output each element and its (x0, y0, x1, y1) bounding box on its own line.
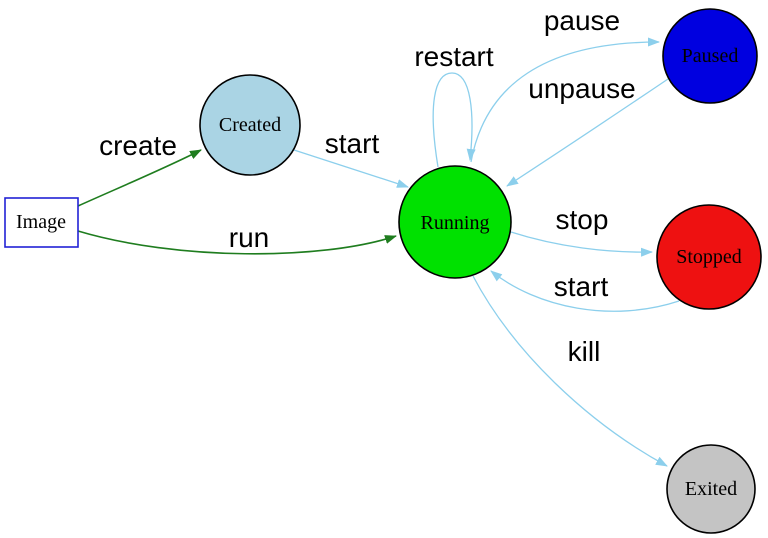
node-created-shape (199, 74, 301, 176)
edge-restart-path (432, 72, 476, 168)
edge-unpause-path (506, 78, 669, 187)
node-image-label: Image (16, 211, 66, 233)
edge-kill: kill (472, 275, 668, 467)
node-image: Image (4, 197, 79, 248)
node-stopped-label: Stopped (676, 246, 742, 268)
node-paused: Paused (662, 8, 758, 104)
edge-stop: stop (510, 204, 653, 257)
edge-pause-path (470, 37, 660, 163)
node-image-shape (4, 197, 79, 248)
node-paused-shape (662, 8, 758, 104)
node-created-label: Created (219, 114, 281, 136)
node-exited: Exited (666, 444, 756, 534)
edge-run: run (77, 222, 397, 255)
edge-stop-path (510, 231, 653, 257)
edge-run-label: run (229, 222, 269, 253)
node-stopped-shape (656, 204, 762, 310)
edge-create-path (77, 149, 202, 207)
edge-start-created-running: start (293, 128, 409, 188)
edge-unpause-label: unpause (528, 73, 635, 104)
node-exited-shape (666, 444, 756, 534)
edge-start-created-running-label: start (325, 128, 380, 159)
edge-restart: restart (414, 41, 494, 168)
edge-kill-path (472, 275, 668, 467)
edge-kill-label: kill (568, 336, 601, 367)
edge-start-stopped-running: start (490, 270, 680, 312)
node-running: Running (398, 165, 512, 279)
edge-start-stopped-running-path (490, 270, 680, 312)
edge-create: create (77, 130, 202, 207)
node-exited-label: Exited (685, 478, 737, 500)
node-stopped: Stopped (656, 204, 762, 310)
edge-pause: pause (470, 5, 660, 163)
edge-start-created-running-path (293, 149, 409, 188)
edge-stop-label: stop (556, 204, 609, 235)
node-paused-label: Paused (682, 45, 739, 67)
edge-start-stopped-running-label: start (554, 271, 609, 302)
edge-run-path (77, 230, 397, 255)
node-created: Created (199, 74, 301, 176)
node-running-label: Running (421, 212, 490, 234)
edge-unpause: unpause (506, 73, 669, 187)
node-running-shape (398, 165, 512, 279)
edge-create-label: create (99, 130, 177, 161)
edge-pause-label: pause (544, 5, 620, 36)
edge-restart-label: restart (414, 41, 494, 72)
